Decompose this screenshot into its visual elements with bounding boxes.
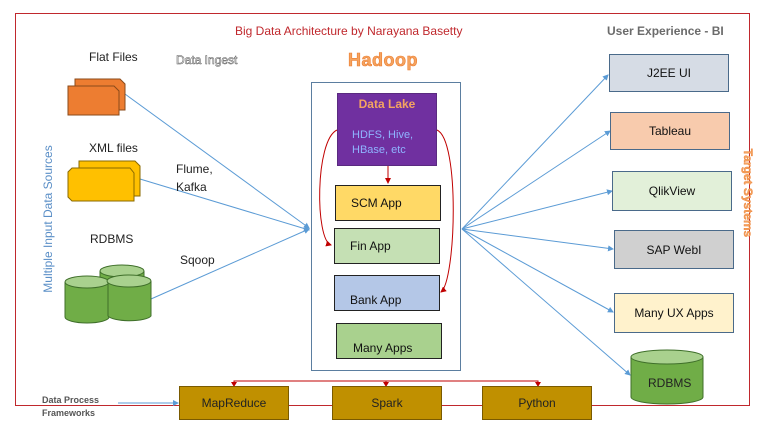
xml-files-icon [67,160,141,202]
arrow-to-j2ee [461,74,609,230]
input-sources-vertical-label: Multiple Input Data Sources [41,145,55,293]
source-label-flat-files: Flat Files [89,50,138,64]
source-label-xml-files: XML files [89,141,138,155]
arrow-datalake-to-fin [319,129,338,247]
arrow-to-manyux [461,228,614,313]
arrow-xml-to-hadoop [139,178,310,232]
ingest-tool-sqoop: Sqoop [180,253,215,267]
arrow-rdbms-to-hadoop [150,228,310,300]
arrow-to-qlikview [461,189,613,230]
app-box-fin: Fin App [334,228,440,264]
arrow-to-sapwebi [461,228,614,252]
data-lake-title: Data Lake [358,97,416,111]
data-ingest-label: Data Ingest [176,53,238,68]
target-systems-vertical-label: Target Systems [741,148,755,238]
rdbms-target-icon [630,349,704,405]
target-box-qlikview: QlikView [612,171,732,211]
frameworks-label: Data Process Frameworks [42,395,100,418]
flat-files-icon [67,78,126,116]
ux-section-title: User Experience - BI [607,24,724,38]
source-label-rdbms: RDBMS [90,232,134,246]
hadoop-container [311,82,461,371]
target-box-many-ux-apps: Many UX Apps [614,293,734,333]
app-box-many: Many Apps [336,323,442,359]
target-box-tableau: Tableau [610,112,730,150]
hadoop-label: Hadoop [348,50,418,71]
data-lake-box: Data Lake HDFS, Hive, HBase, etc [337,93,437,166]
app-box-bank: Bank App [334,275,440,311]
framework-python: Python [482,386,592,420]
arrow-to-rdbms-target [461,228,631,376]
target-box-j2ee: J2EE UI [609,54,729,92]
diagram-title: Big Data Architecture by Narayana Basett… [235,24,463,38]
target-label-rdbms: RDBMS [648,376,692,390]
ingest-tool-flume-kafka: Flume, Kafka [176,162,213,194]
framework-spark: Spark [332,386,442,420]
target-box-sap-webi: SAP WebI [614,230,734,269]
rdbms-source-icon [64,264,152,324]
app-box-scm: SCM App [335,185,441,221]
data-lake-subtitle: HDFS, Hive, HBase, etc [352,129,414,156]
arrow-datalake-to-bank [436,129,454,293]
framework-mapreduce: MapReduce [179,386,289,420]
arrow-to-tableau [461,130,611,230]
arrow-flatfiles-to-hadoop [124,93,310,229]
